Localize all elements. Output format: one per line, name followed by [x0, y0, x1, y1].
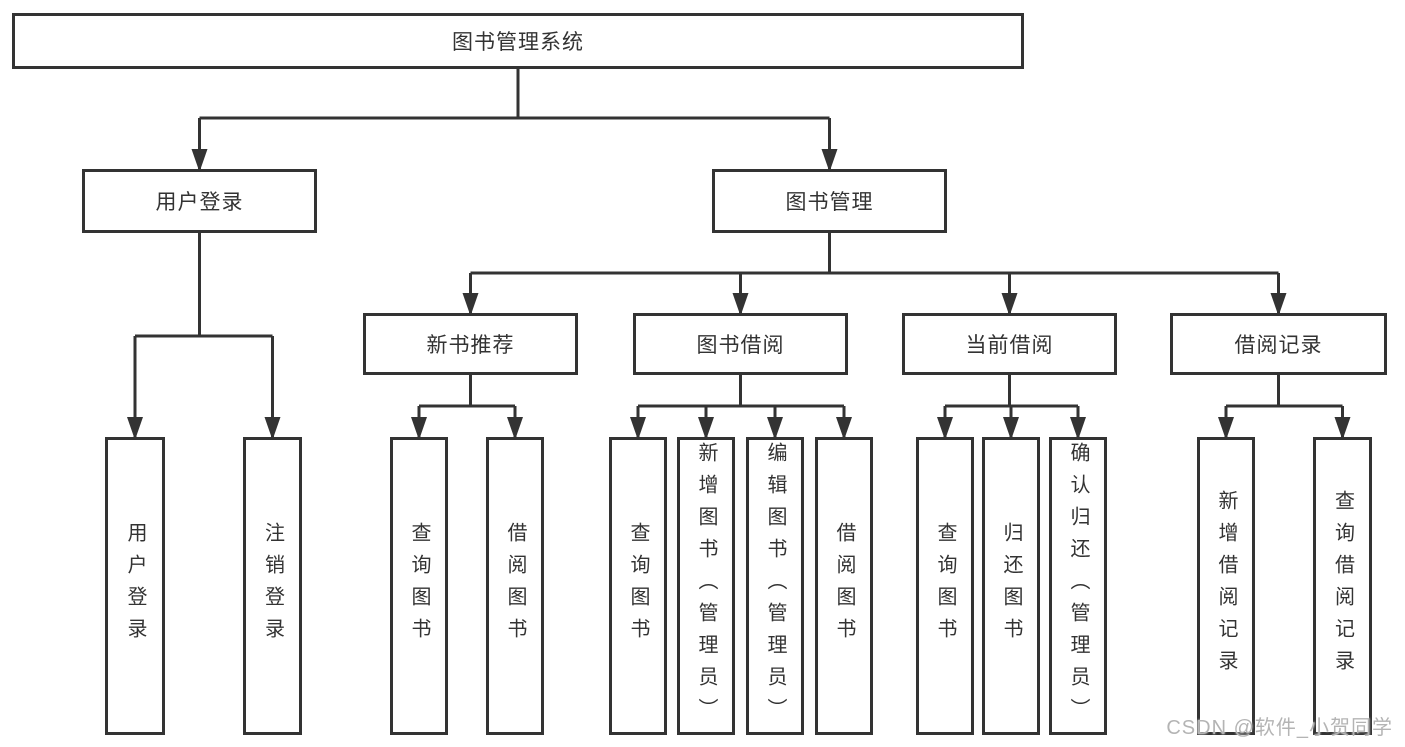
leaf-logout: 注销登录 [243, 437, 302, 735]
connector-new-book-recommend [411, 375, 523, 440]
node-book-management: 图书管理 [712, 169, 947, 233]
connector-root [191, 69, 838, 172]
connector-borrow-records [1218, 375, 1351, 440]
connector-user-login [127, 233, 281, 440]
leaf-label: 查询图书 [627, 522, 649, 650]
node-book-borrow: 图书借阅 [633, 313, 848, 375]
connector-current-borrow [937, 375, 1086, 440]
node-borrow-records: 借阅记录 [1170, 313, 1387, 375]
leaf-label: 归还图书 [1000, 522, 1022, 650]
connector-book-borrow [630, 375, 852, 440]
leaf-query-borrow-record: 查询借阅记录 [1313, 437, 1372, 735]
leaf-return-book: 归还图书 [982, 437, 1040, 735]
leaf-label: 确认归还（管理员） [1067, 442, 1089, 730]
leaf-label: 查询图书 [408, 522, 430, 650]
node-new-book-recommend: 新书推荐 [363, 313, 578, 375]
node-user-login: 用户登录 [82, 169, 317, 233]
leaf-label: 新增借阅记录 [1215, 490, 1237, 682]
leaf-label: 查询借阅记录 [1331, 490, 1354, 682]
node-root: 图书管理系统 [12, 13, 1024, 69]
leaf-label: 借阅图书 [504, 522, 526, 650]
node-current-borrow: 当前借阅 [902, 313, 1117, 375]
leaf-query-books-recommend: 查询图书 [390, 437, 448, 735]
leaf-user-login: 用户登录 [105, 437, 165, 735]
leaf-add-borrow-record: 新增借阅记录 [1197, 437, 1255, 735]
leaf-label: 借阅图书 [833, 522, 855, 650]
leaf-label: 查询图书 [934, 522, 956, 650]
leaf-label: 新增图书（管理员） [695, 442, 717, 730]
leaf-label: 编辑图书（管理员） [764, 442, 786, 730]
leaf-label: 注销登录 [261, 522, 284, 650]
leaf-query-books-current: 查询图书 [916, 437, 974, 735]
leaf-borrow-books: 借阅图书 [815, 437, 873, 735]
leaf-borrow-books-recommend: 借阅图书 [486, 437, 544, 735]
leaf-query-books-borrow: 查询图书 [609, 437, 667, 735]
leaf-label: 用户登录 [124, 522, 146, 650]
leaf-add-book-admin: 新增图书（管理员） [677, 437, 735, 735]
csdn-watermark: CSDN @软件_小贺同学 [1166, 717, 1393, 739]
leaf-confirm-return-admin: 确认归还（管理员） [1049, 437, 1107, 735]
connector-book-management [462, 233, 1287, 316]
leaf-edit-book-admin: 编辑图书（管理员） [746, 437, 804, 735]
